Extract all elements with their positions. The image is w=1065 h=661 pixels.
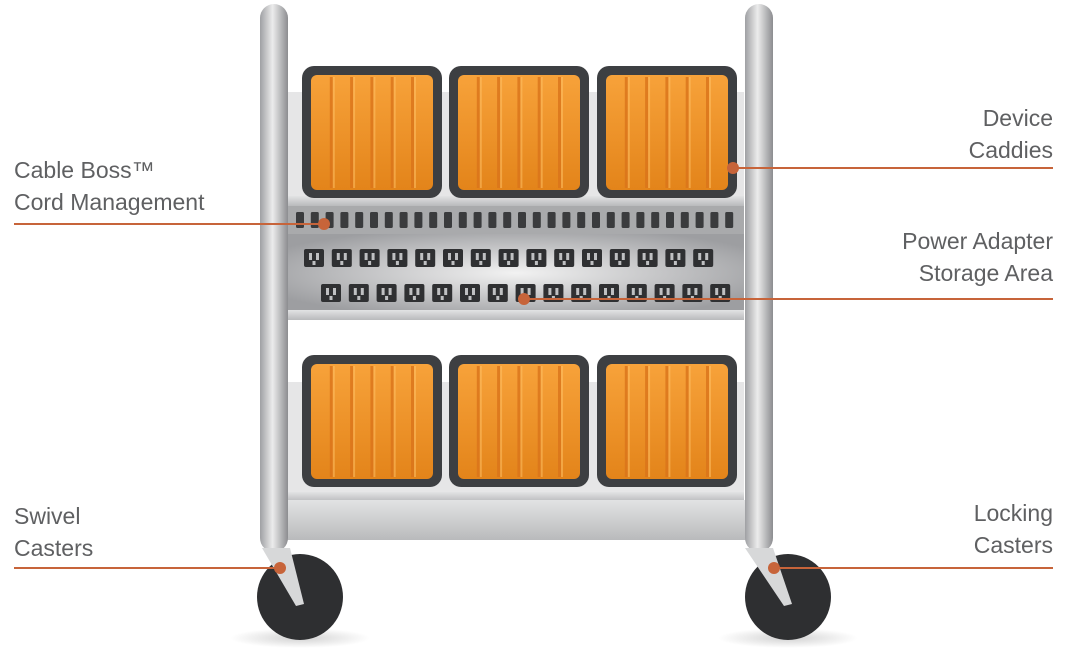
power-outlet (359, 249, 380, 267)
label-locking-casters-line1: Locking (973, 500, 1053, 526)
left-post (260, 4, 288, 552)
cable-slot (606, 212, 615, 228)
cable-slot (444, 212, 452, 228)
cable-slot (547, 212, 556, 228)
cable-slot (680, 212, 689, 228)
label-swivel-casters: Swivel Casters (14, 500, 93, 564)
label-device-caddies-line1: Device (982, 105, 1053, 131)
cable-slot (651, 212, 660, 228)
middle-shelf (288, 310, 744, 320)
callout-dot-device-caddies (727, 162, 739, 174)
cable-slot (666, 212, 674, 228)
outlets (304, 249, 731, 302)
callout-line-cable-boss (14, 223, 324, 225)
power-outlet (609, 249, 630, 267)
cable-slot (695, 212, 704, 228)
power-outlet (526, 249, 547, 267)
cable-slot (370, 212, 378, 228)
label-power-adapter: Power Adapter Storage Area (902, 225, 1053, 289)
callout-dot-locking-casters (768, 562, 780, 574)
device-caddy (449, 66, 589, 198)
label-locking-casters: Locking Casters (974, 497, 1053, 561)
device-caddy (597, 355, 737, 487)
cable-slot (296, 212, 304, 228)
label-power-adapter-line2: Storage Area (918, 260, 1053, 286)
cable-slot (473, 212, 482, 228)
cable-slot (636, 212, 645, 228)
locking-caster (745, 548, 831, 640)
base-tray (286, 500, 746, 540)
cable-slot (725, 212, 734, 228)
label-device-caddies: Device Caddies (969, 102, 1053, 166)
cable-slot (562, 212, 571, 228)
cable-slot (592, 212, 600, 228)
power-outlet (487, 284, 508, 302)
callout-dot-power-adapter (518, 293, 530, 305)
cable-slot (458, 212, 467, 228)
label-power-adapter-line1: Power Adapter (902, 228, 1053, 254)
power-outlet (376, 284, 397, 302)
power-outlet (321, 284, 341, 302)
power-outlet (460, 284, 480, 302)
power-outlet (470, 249, 491, 267)
callout-line-locking-casters (776, 567, 1053, 569)
top-shelf (288, 196, 744, 206)
label-cable-boss-line2: Cord Management (14, 189, 205, 215)
cable-slot (384, 212, 393, 228)
cable-slot (518, 212, 526, 228)
label-locking-casters-line2: Casters (973, 532, 1053, 558)
cable-slot (340, 212, 349, 228)
cable-slot (414, 212, 423, 228)
cable-slot (503, 212, 512, 228)
callout-line-swivel-casters (14, 567, 282, 569)
device-caddy (302, 355, 442, 487)
power-outlet (432, 284, 453, 302)
cable-slot (621, 212, 630, 228)
callout-line-power-adapter (524, 298, 1053, 300)
power-outlet (693, 249, 714, 267)
swivel-caster (257, 548, 343, 640)
right-post (745, 4, 773, 552)
callout-dot-cable-boss (318, 218, 330, 230)
cable-slot (399, 212, 408, 228)
cable-slot (577, 212, 586, 228)
power-outlet (404, 284, 425, 302)
power-outlet (498, 249, 519, 267)
label-swivel-casters-line1: Swivel (14, 503, 81, 529)
cable-slot (488, 212, 497, 228)
device-caddy (597, 66, 737, 198)
cable-slot (355, 212, 364, 228)
power-outlet (304, 249, 324, 267)
power-outlet (348, 284, 369, 302)
device-caddy (449, 355, 589, 487)
label-cable-boss: Cable Boss™ Cord Management (14, 154, 205, 218)
power-outlet (387, 249, 408, 267)
bottom-shelf (288, 492, 744, 502)
power-outlet (554, 249, 575, 267)
callout-line-device-caddies (734, 167, 1053, 169)
power-outlet (665, 249, 686, 267)
cable-slot (532, 212, 541, 228)
cable-slot (429, 212, 438, 228)
power-outlet (637, 249, 658, 267)
device-caddy (302, 66, 442, 198)
label-swivel-casters-line2: Casters (14, 535, 94, 561)
power-outlet (331, 249, 352, 267)
power-outlet (415, 249, 436, 267)
device-caddies (302, 66, 737, 487)
label-cable-boss-line1: Cable Boss™ (14, 157, 155, 183)
power-outlet (443, 249, 463, 267)
callout-dot-swivel-casters (274, 562, 286, 574)
power-outlet (582, 249, 602, 267)
label-device-caddies-line2: Caddies (968, 137, 1053, 163)
cable-slot (710, 212, 719, 228)
